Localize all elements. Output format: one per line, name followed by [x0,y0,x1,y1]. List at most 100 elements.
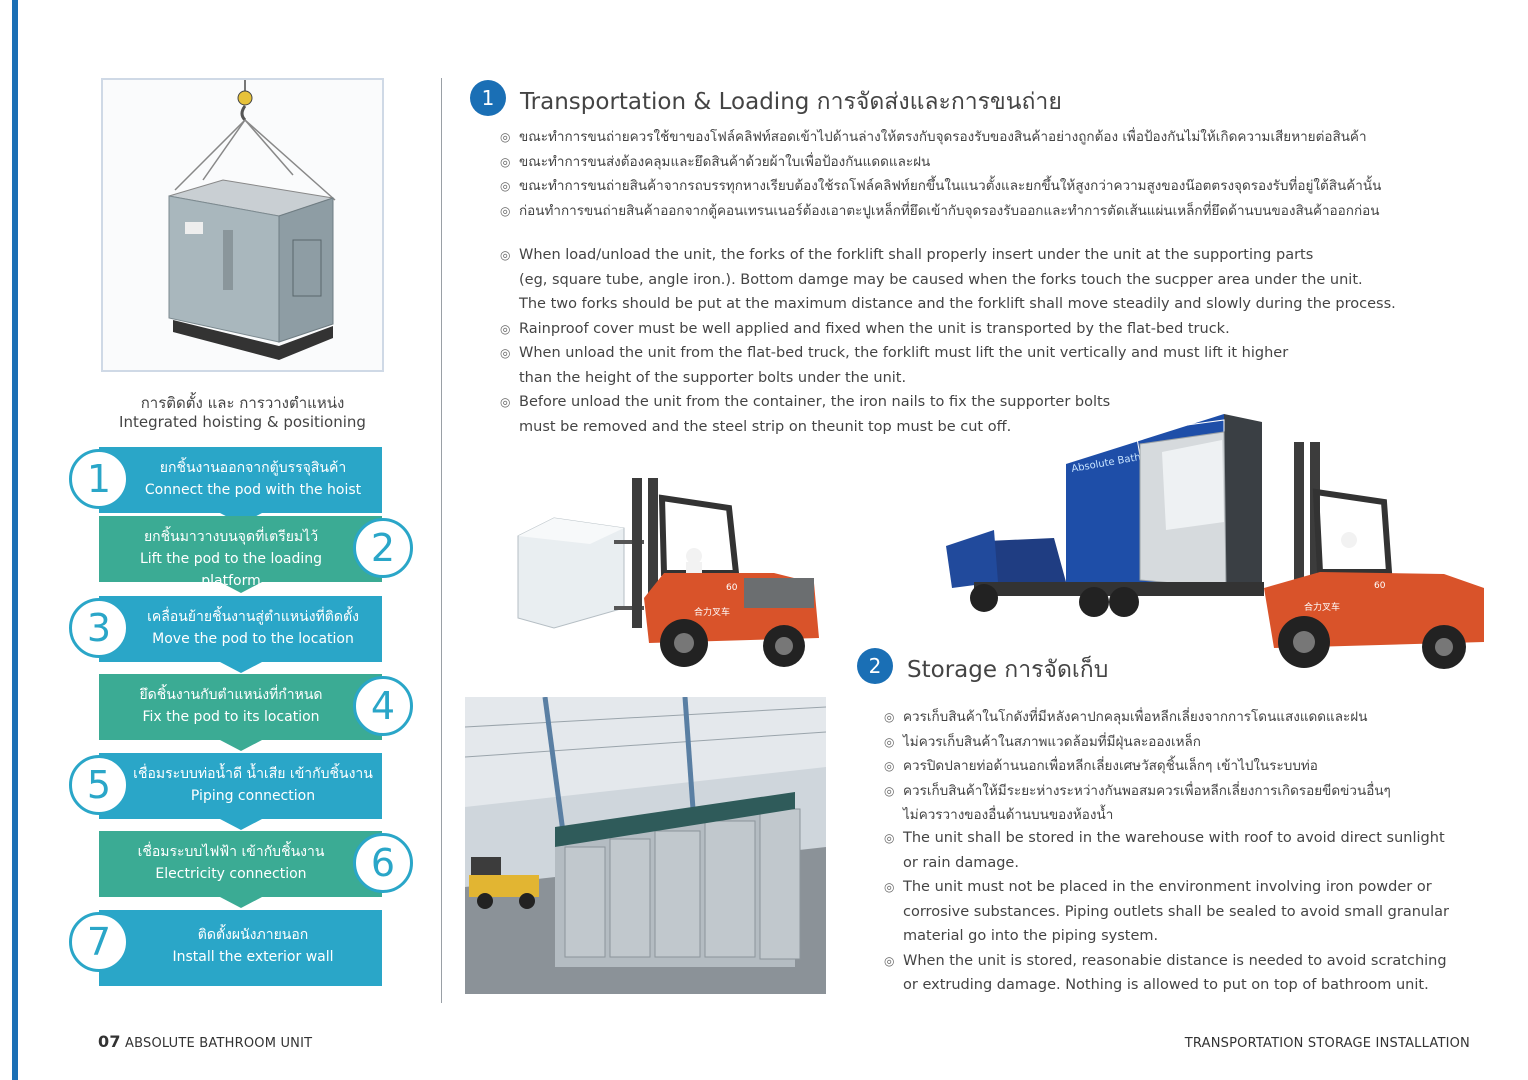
section-2-english-list: The unit shall be stored in the warehous… [884,826,1484,998]
step-2: ยกชิ้นมาวางบนจุดที่เตรียมไว้ Lift the po… [99,516,413,593]
step-number-badge: 1 [69,449,129,509]
step-arrow [220,582,262,593]
forklift-model-text: 60 [1374,581,1386,591]
step-en: Install the exterior wall [172,949,334,965]
hoist-caption-th: การติดตั้ง และ การวางตำแหน่ง [140,394,345,412]
list-item: The unit must not be placed in the envir… [884,875,1484,949]
list-line: ไม่ควรวางของอื่นด้านบนของห้องน้ำ [903,807,1114,823]
step-band [99,831,382,897]
section-1-thai-list: ขณะทำการขนถ่ายควรใช้ขาของโฟล์คลิฟท์สอดเข… [500,125,1490,223]
step-th: ยกชิ้นงานออกจากตู้บรรจุสินค้า [159,460,347,476]
list-line: When the unit is stored, reasonabie dist… [903,952,1447,969]
list-line: (eg, square tube, angle iron.). Bottom d… [519,271,1363,288]
page-number: 07 [98,1032,121,1051]
list-line: The unit shall be stored in the warehous… [903,830,1445,846]
section-2-badge: 2 [857,648,893,684]
forklift-model-text: 60 [726,583,738,593]
step-en: Lift the pod to the loading platform [139,551,323,589]
hoist-caption-en: Integrated hoisting & positioning [119,413,366,431]
step-en: Fix the pod to its location [142,709,320,725]
step-arrow [220,819,262,830]
list-item: Before unload the unit from the containe… [500,390,1490,439]
footer-brand-name: ABSOLUTE BATHROOM UNIT [125,1036,313,1051]
step-text: เชื่อมระบบท่อน้ำดี น้ำเสีย เข้ากับชิ้นงา… [133,763,373,807]
forklift-photo: 合力叉车 60 [517,478,819,667]
footer-section-name: TRANSPORTATION STORAGE INSTALLATION [1184,1036,1470,1051]
step-5: เชื่อมระบบท่อน้ำดี น้ำเสีย เข้ากับชิ้นงา… [69,753,382,830]
list-line: When load/unload the unit, the forks of … [519,247,1314,263]
step-6: เชื่อมระบบไฟฟ้า เข้ากับชิ้นงาน Electrici… [99,831,413,908]
list-line: must be removed and the steel strip on t… [519,418,1012,435]
step-number-badge: 2 [353,518,413,578]
list-line: ควรเก็บสินค้าในโกดังที่มีหลังคาปกคลุมเพื… [903,709,1368,725]
section-1-title: Transportation & Loading การจัดส่งและการ… [520,89,1062,115]
list-item: When the unit is stored, reasonabie dist… [884,949,1484,998]
hoist-caption: การติดตั้ง และ การวางตำแหน่ง Integrated … [100,394,385,432]
step-text: เชื่อมระบบไฟฟ้า เข้ากับชิ้นงาน Electrici… [111,841,351,885]
step-th: ยึดชิ้นงานกับตำแหน่งที่กำหนด [139,687,323,703]
list-line: ไม่ควรเก็บสินค้าในสภาพแวดล้อมที่มีฝุ่นละ… [903,733,1201,750]
list-item: When unload the unit from the flat-bed t… [500,341,1490,390]
step-en: Connect the pod with the hoist [144,482,362,498]
list-line: The unit must not be placed in the envir… [903,879,1432,895]
step-th: เคลื่อนย้ายชิ้นงานสู่ตำแหน่งที่ติดตั้ง [147,609,359,625]
step-text: ยกชิ้นมาวางบนจุดที่เตรียมไว้ Lift the po… [111,526,351,592]
warehouse-photo [465,697,826,994]
step-en: Electricity connection [155,866,307,882]
list-line: or rain damage. [903,854,1019,871]
hoist-photo-frame [101,78,384,372]
step-number-badge: 7 [69,912,129,972]
step-arrow [220,662,262,673]
step-arrow [220,897,262,908]
list-item: Rainproof cover must be well applied and… [500,317,1490,342]
section-1-english-list: When load/unload the unit, the forks of … [500,243,1490,439]
step-band [99,674,382,740]
list-line: ควรปิดปลายท่อด้านนอกเพื่อหลีกเลี่ยงเศษวั… [903,758,1318,774]
step-number-badge: 3 [69,598,129,658]
step-band [99,596,382,662]
section-1-badge: 1 [470,80,506,116]
list-item: The unit shall be stored in the warehous… [884,826,1484,875]
list-line: When unload the unit from the flat-bed t… [519,345,1289,361]
list-line: corrosive substances. Piping outlets sha… [903,903,1449,920]
step-band [99,516,382,582]
step-number-badge: 4 [353,676,413,736]
list-line: than the height of the supporter bolts u… [519,369,907,386]
list-item: ควรปิดปลายท่อด้านนอกเพื่อหลีกเลี่ยงเศษวั… [884,754,1484,779]
edge-accent-bar [12,0,18,1080]
list-item: ขณะทำการขนส่งต้องคลุมและยึดสินค้าด้วยผ้า… [500,150,1490,175]
step-number-badge: 5 [69,755,129,815]
list-line: Before unload the unit from the containe… [519,394,1111,410]
step-1: ยกชิ้นงานออกจากตู้บรรจุสินค้า Connect th… [69,447,382,524]
step-en: Piping connection [190,788,316,804]
forklift-brand-text: 合力叉车 [1304,601,1340,613]
list-item: When load/unload the unit, the forks of … [500,243,1490,317]
step-band [99,910,382,986]
step-number-badge: 6 [353,833,413,893]
list-line: The two forks should be put at the maxim… [519,296,1396,312]
section-2-thai-list: ควรเก็บสินค้าในโกดังที่มีหลังคาปกคลุมเพื… [884,705,1484,828]
step-4: ยึดชิ้นงานกับตำแหน่งที่กำหนด Fix the pod… [99,674,413,751]
list-item: ไม่ควรเก็บสินค้าในสภาพแวดล้อมที่มีฝุ่นละ… [884,730,1484,755]
step-3: เคลื่อนย้ายชิ้นงานสู่ตำแหน่งที่ติดตั้ง M… [69,596,382,673]
list-line: material go into the piping system. [903,928,1159,944]
hoisted-pod-photo [168,80,336,360]
step-en: Move the pod to the location [152,631,354,647]
list-item: ขณะทำการขนถ่ายสินค้าจากรถบรรทุกหางเรียบต… [500,174,1490,199]
step-7: ติดตั้งผนังภายนอก Install the exterior w… [69,910,382,986]
step-text: ยกชิ้นงานออกจากตู้บรรจุสินค้า Connect th… [133,457,373,501]
step-band [99,753,382,819]
forklift-brand-text: 合力叉车 [694,606,730,618]
step-th: เชื่อมระบบไฟฟ้า เข้ากับชิ้นงาน [137,844,325,860]
section-2-title: Storage การจัดเก็บ [907,657,1109,683]
list-item: ควรเก็บสินค้าให้มีระยะห่างระหว่างกันพอสม… [884,779,1484,828]
footer-brand: 07 ABSOLUTE BATHROOM UNIT [98,1032,312,1051]
list-line: or extruding damage. Nothing is allowed … [903,977,1429,993]
step-th: ยกชิ้นมาวางบนจุดที่เตรียมไว้ [143,529,319,545]
step-text: เคลื่อนย้ายชิ้นงานสู่ตำแหน่งที่ติดตั้ง M… [133,606,373,650]
step-text: ยึดชิ้นงานกับตำแหน่งที่กำหนด Fix the pod… [111,684,351,728]
container-truck-photo: Absolute Bathroom Unit 合力叉车 60 [946,414,1484,669]
column-divider [441,78,442,1003]
list-line: Rainproof cover must be well applied and… [519,320,1230,337]
list-item: ควรเก็บสินค้าในโกดังที่มีหลังคาปกคลุมเพื… [884,705,1484,730]
